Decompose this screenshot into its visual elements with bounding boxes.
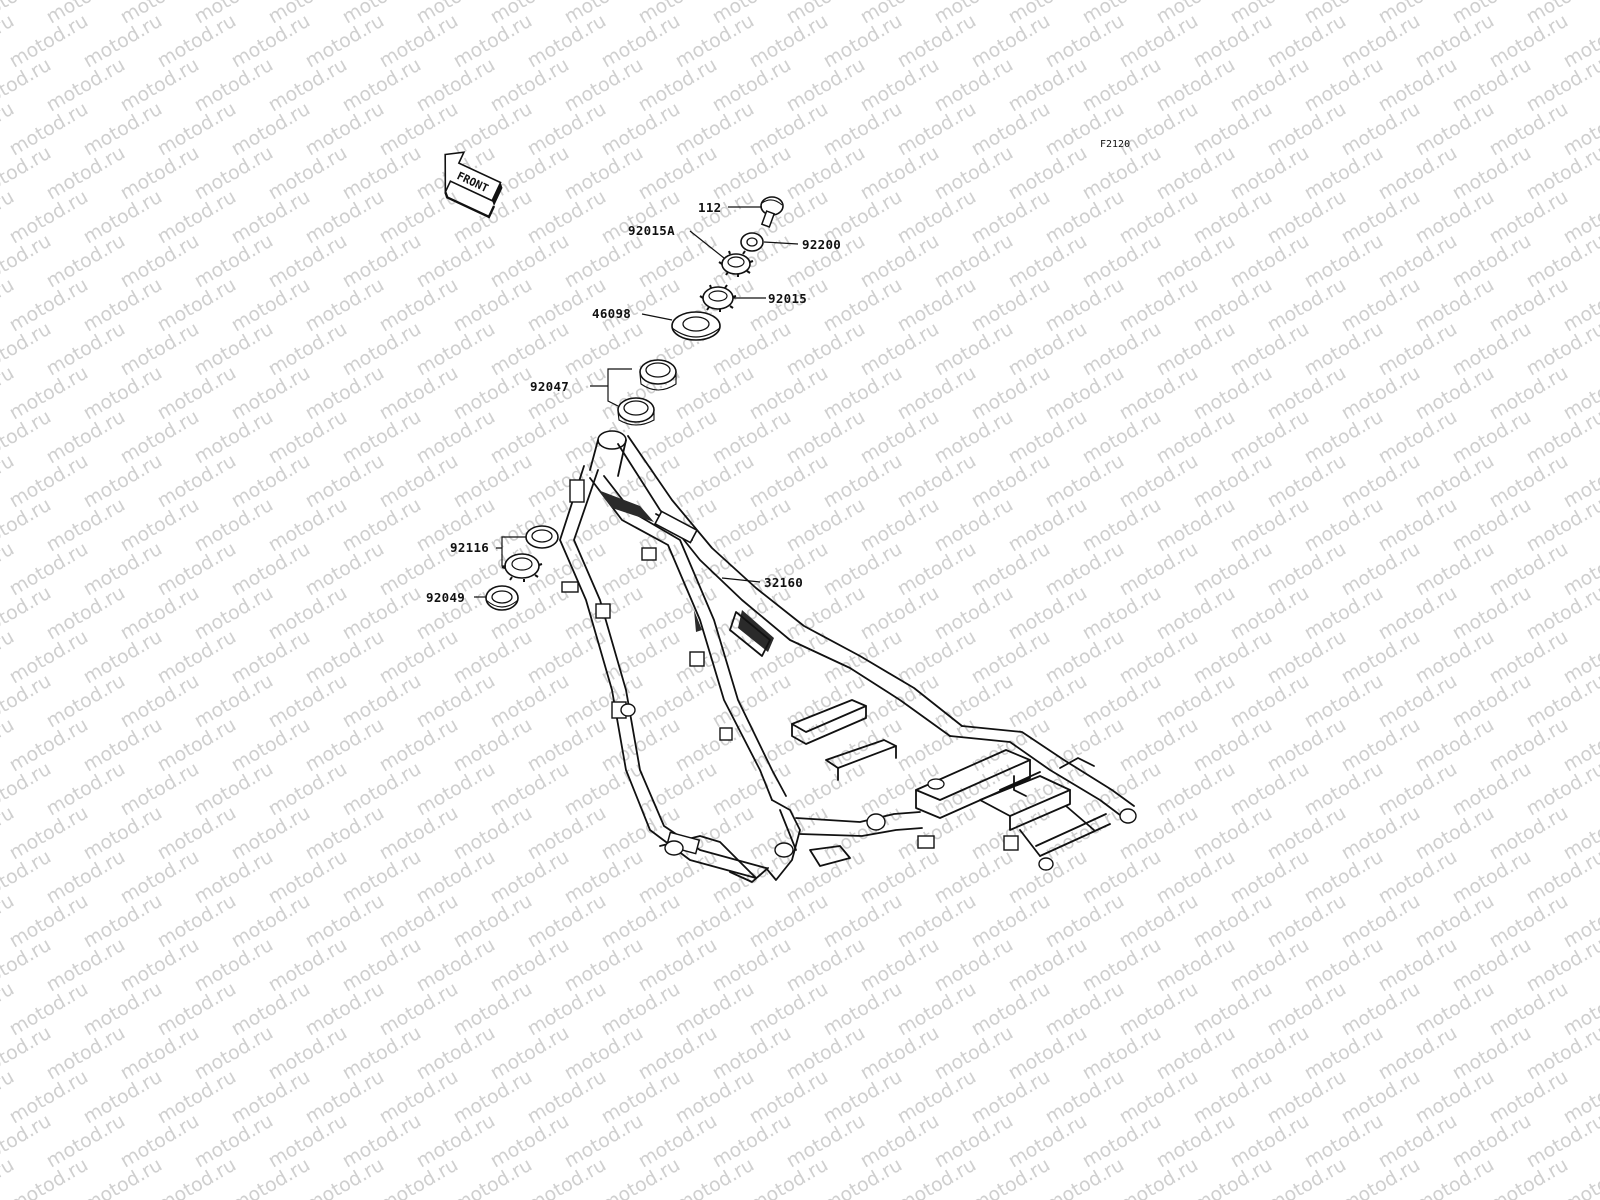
callout-112: 112 [698,200,721,215]
part-92116-bearing [501,553,543,582]
callout-92015: 92015 [768,291,807,306]
watermark-text: motod.ru [1597,0,1600,28]
callout-92116: 92116 [450,540,489,555]
leader-92047 [590,368,632,407]
part-92116-race [525,525,559,549]
callout-92200: 92200 [802,237,841,252]
part-112-cap [760,196,784,228]
leader-92200 [763,241,799,245]
callout-92049: 92049 [426,590,465,605]
leader-46098 [641,313,673,321]
part-92049-seal [485,585,519,611]
part-32160-frame [559,430,1137,883]
part-46098-washer [671,311,721,341]
callout-92015A: 92015A [628,223,675,238]
part-92047-upper-bearing [639,359,677,391]
callout-92047: 92047 [530,379,569,394]
part-92047-lower-bearing [617,397,655,426]
watermark-text: motod.ru [1560,1154,1600,1200]
leader-lines [474,206,799,598]
leader-32160 [721,577,761,583]
part-92015A-nut [718,250,754,277]
leader-92116 [496,536,526,567]
part-92200-washer [740,232,764,252]
leader-92015A [689,230,725,259]
diagram-code: F2120 [1100,139,1130,150]
part-92015-nut [699,284,737,312]
callout-labels: 112 92200 92015A 92015 46098 92047 92116… [426,200,841,605]
callout-46098: 46098 [592,306,631,321]
callout-32160: 32160 [764,575,803,590]
